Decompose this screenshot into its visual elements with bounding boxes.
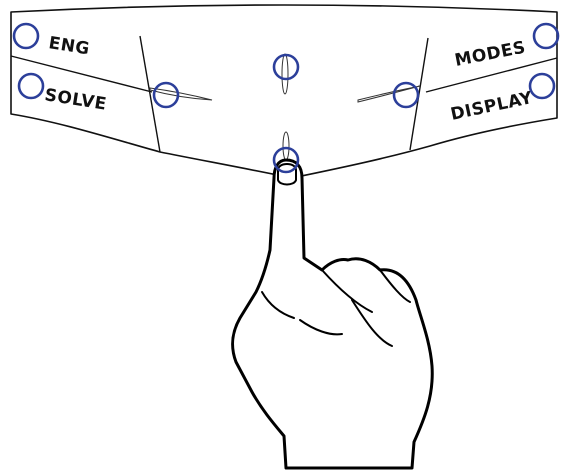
left-column-divider [139, 35, 161, 153]
key-solve-label: SOLVE [43, 85, 108, 115]
circle-ring-icon [152, 81, 180, 109]
circle-ring-icon [272, 53, 300, 81]
circle-ring-icon [272, 146, 300, 174]
circle-ring-icon [528, 72, 556, 100]
key-modes[interactable]: MODES [453, 38, 527, 71]
right-row-divider [425, 57, 558, 93]
key-display-label: DISPLAY [449, 88, 535, 125]
fingernail [277, 163, 297, 186]
top-center-sensor [281, 53, 289, 95]
left-row-divider [10, 55, 153, 93]
bottom-center-sensor [282, 131, 290, 161]
right-slanted-sensor [357, 85, 421, 103]
circle-ring-icon [17, 72, 45, 100]
touch-point-rings [12, 22, 560, 174]
touch-sensors [149, 53, 421, 161]
key-eng[interactable]: ENG [47, 33, 91, 59]
circle-ring-icon [12, 22, 40, 50]
key-solve[interactable]: SOLVE [43, 85, 108, 115]
circle-ring-icon [532, 22, 560, 50]
pointing-hand-icon [231, 158, 434, 470]
key-display[interactable]: DISPLAY [449, 88, 535, 125]
key-modes-label: MODES [453, 38, 527, 71]
left-slanted-sensor [149, 87, 213, 101]
circle-ring-icon [392, 81, 420, 109]
key-eng-label: ENG [47, 33, 91, 59]
